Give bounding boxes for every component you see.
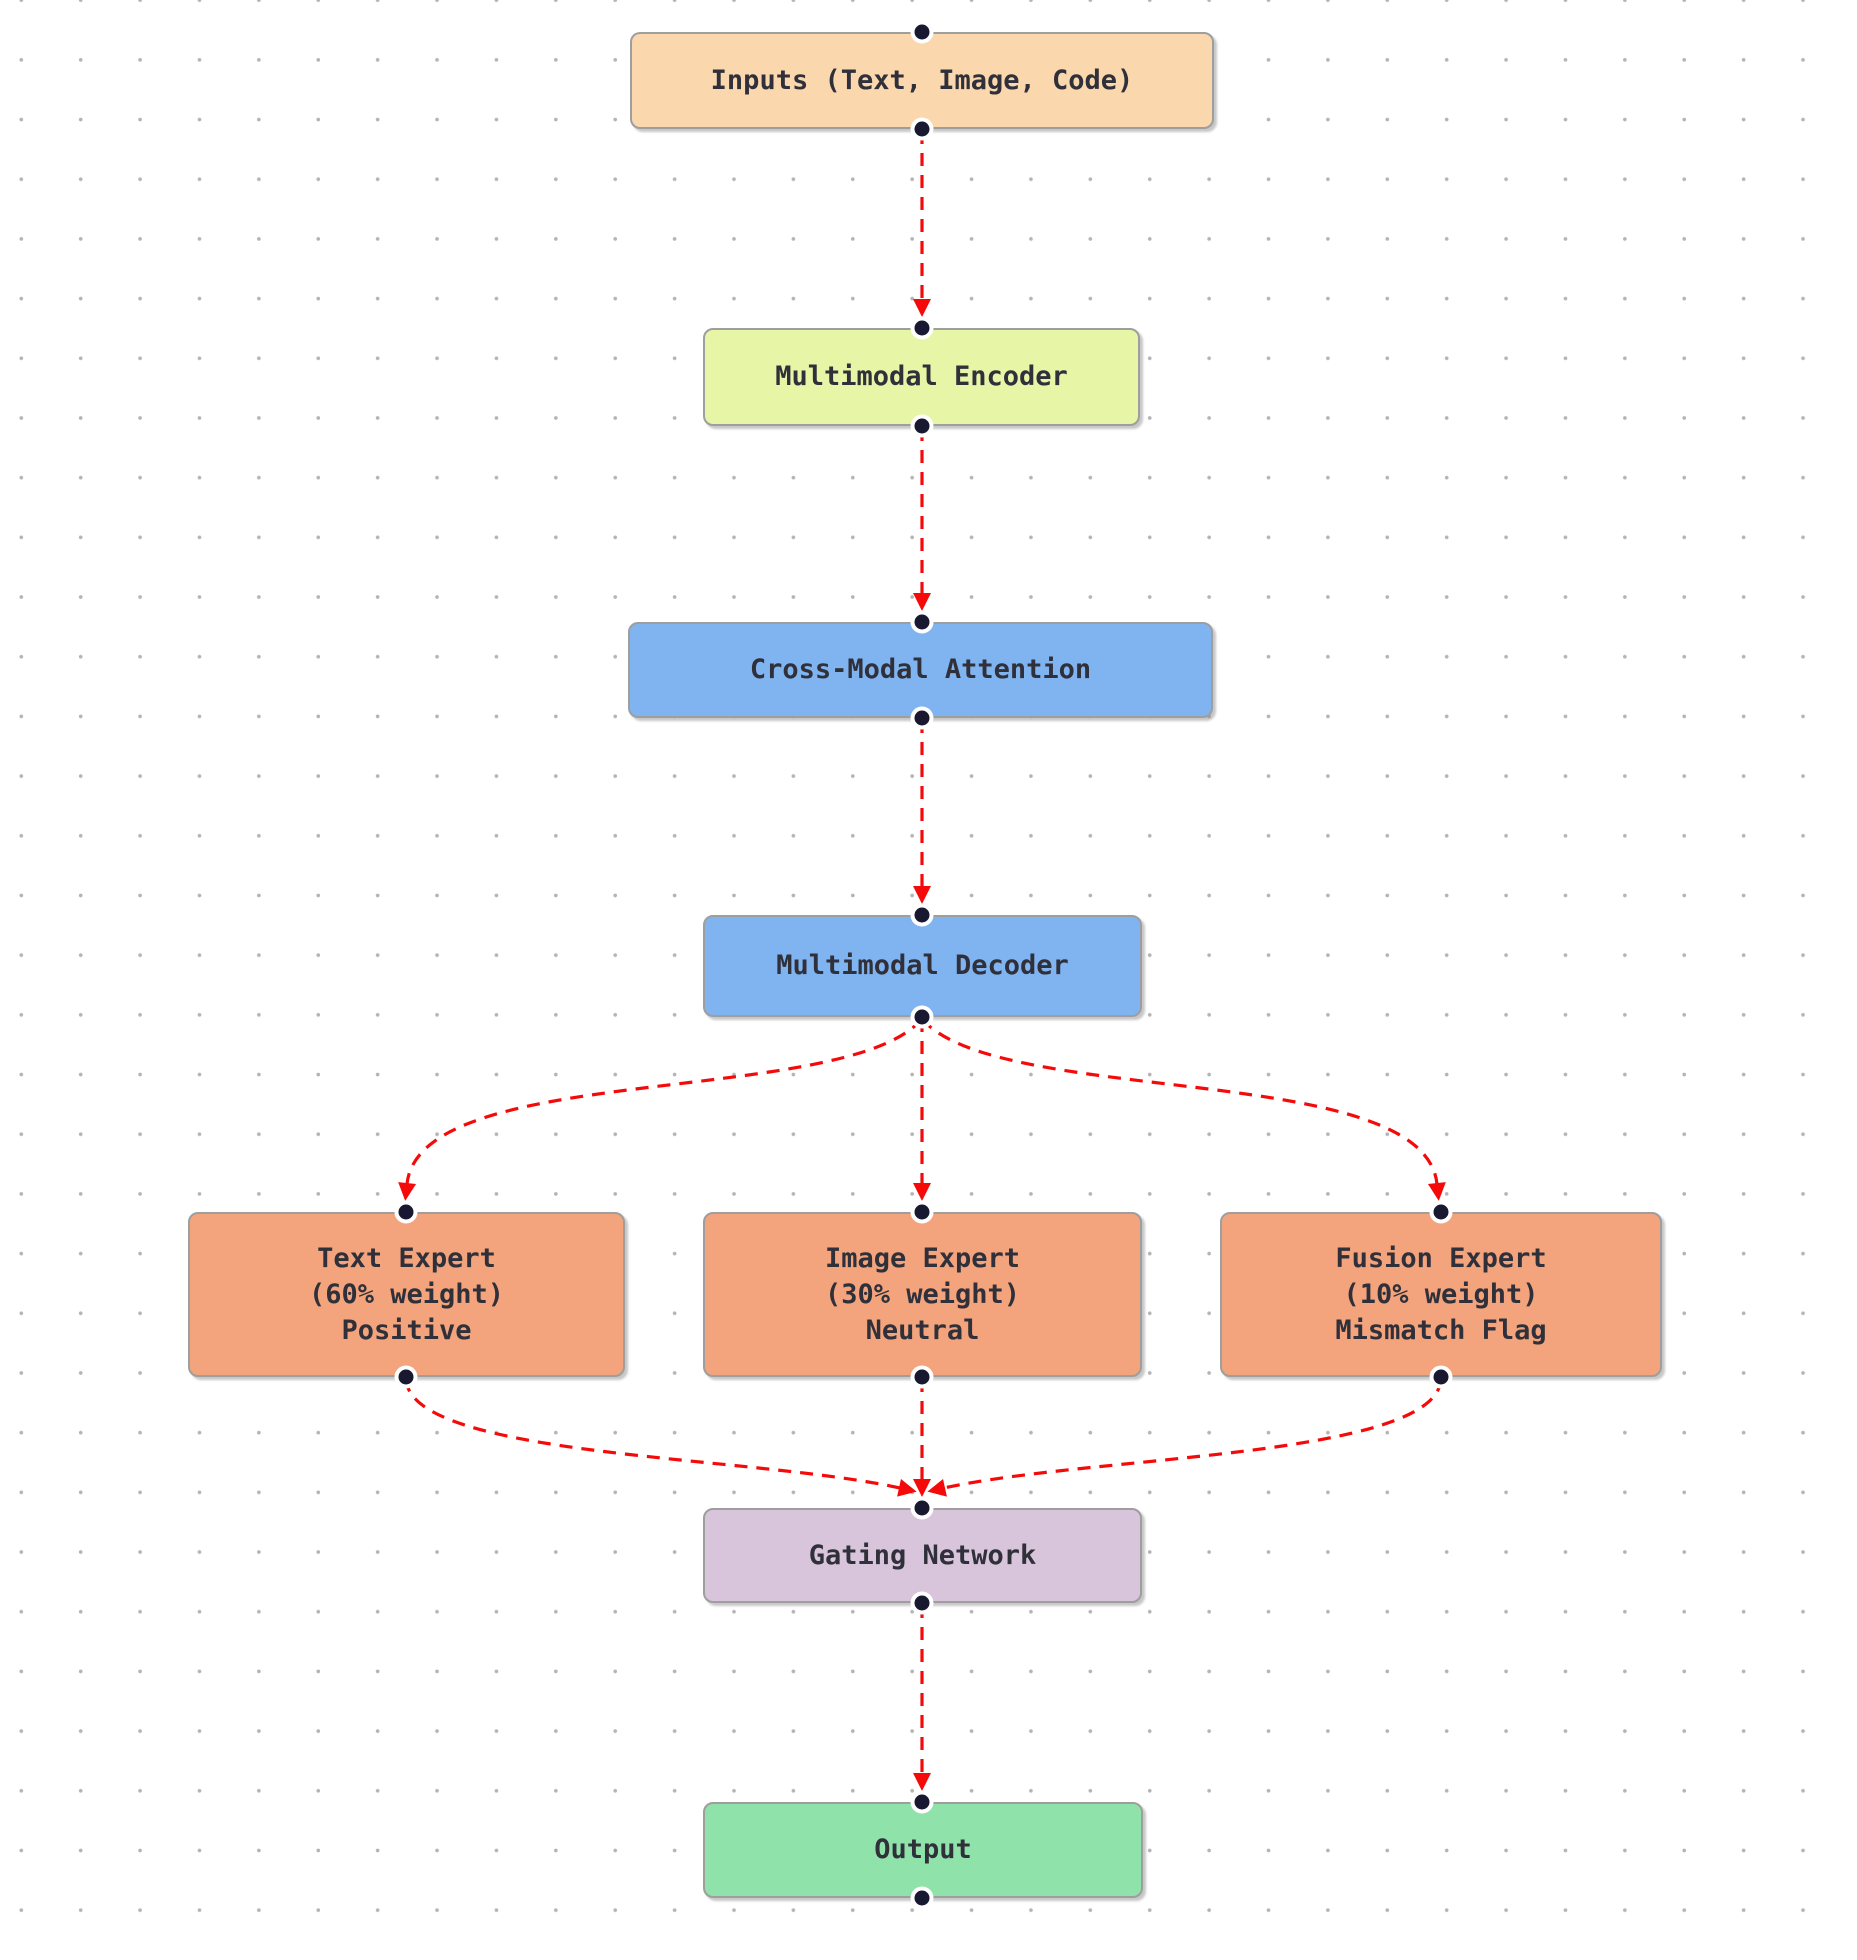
- node-fusion-expert-result: Mismatch Flag: [1335, 1314, 1547, 1346]
- port-output-out[interactable]: [910, 1886, 934, 1910]
- node-fusion-expert-title: Fusion Expert: [1335, 1242, 1547, 1274]
- edge-text-expert-gating: [404, 1378, 917, 1497]
- edge-decoder-fusion-expert: [920, 1017, 1446, 1201]
- port-fusion-expert-out[interactable]: [1429, 1365, 1453, 1389]
- port-output-in[interactable]: [910, 1790, 934, 1814]
- port-attention-out[interactable]: [910, 706, 934, 730]
- node-output[interactable]: Output: [703, 1802, 1143, 1898]
- node-multimodal-decoder[interactable]: Multimodal Decoder: [703, 915, 1142, 1017]
- node-output-label: Output: [874, 1834, 972, 1865]
- port-image-expert-in[interactable]: [910, 1200, 934, 1224]
- port-decoder-out[interactable]: [910, 1005, 934, 1029]
- node-text-expert-result: Positive: [341, 1314, 472, 1346]
- port-text-expert-out[interactable]: [394, 1365, 418, 1389]
- port-fusion-expert-in[interactable]: [1429, 1200, 1453, 1224]
- node-inputs-label: Inputs (Text, Image, Code): [710, 64, 1134, 96]
- node-image-expert[interactable]: Image Expert (30% weight) Neutral: [703, 1212, 1142, 1377]
- node-inputs[interactable]: Inputs (Text, Image, Code): [630, 32, 1214, 129]
- port-decoder-in[interactable]: [910, 903, 934, 927]
- edge-decoder-text-expert: [398, 1017, 924, 1201]
- port-inputs-out[interactable]: [910, 117, 934, 141]
- node-text-expert[interactable]: Text Expert (60% weight) Positive: [188, 1212, 625, 1377]
- node-image-expert-weight: (30% weight): [824, 1278, 1021, 1310]
- node-text-expert-weight: (60% weight): [308, 1278, 505, 1310]
- node-cross-modal-attention[interactable]: Cross-Modal Attention: [628, 622, 1213, 718]
- port-text-expert-in[interactable]: [394, 1200, 418, 1224]
- port-encoder-out[interactable]: [910, 414, 934, 438]
- port-attention-in[interactable]: [910, 610, 934, 634]
- port-inputs-in[interactable]: [910, 20, 934, 44]
- node-fusion-expert-weight: (10% weight): [1343, 1278, 1539, 1310]
- edge-fusion-expert-gating: [927, 1378, 1443, 1497]
- node-gating-network[interactable]: Gating Network: [703, 1508, 1142, 1603]
- node-image-expert-result: Neutral: [865, 1314, 980, 1346]
- port-encoder-in[interactable]: [910, 316, 934, 340]
- node-gating-network-label: Gating Network: [808, 1539, 1037, 1571]
- node-fusion-expert[interactable]: Fusion Expert (10% weight) Mismatch Flag: [1220, 1212, 1662, 1377]
- node-multimodal-encoder[interactable]: Multimodal Encoder: [703, 328, 1140, 426]
- port-gating-out[interactable]: [910, 1591, 934, 1615]
- node-image-expert-title: Image Expert: [824, 1242, 1021, 1274]
- node-text-expert-title: Text Expert: [317, 1242, 496, 1274]
- node-cross-modal-attention-label: Cross-Modal Attention: [749, 654, 1092, 685]
- node-multimodal-encoder-label: Multimodal Encoder: [775, 361, 1068, 392]
- port-gating-in[interactable]: [910, 1496, 934, 1520]
- node-multimodal-decoder-label: Multimodal Decoder: [776, 950, 1069, 981]
- port-image-expert-out[interactable]: [910, 1365, 934, 1389]
